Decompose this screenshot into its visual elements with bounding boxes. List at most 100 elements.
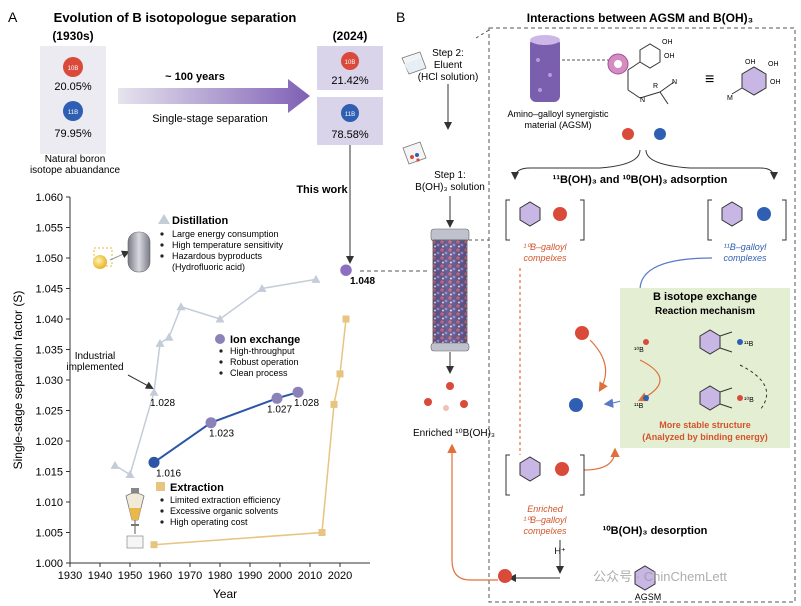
enriched-molecules-icon <box>424 382 468 411</box>
interaction-panel <box>488 27 796 603</box>
arrow-top-label: ~ 100 years <box>165 71 225 83</box>
ion-exchange-item: Robust operation <box>230 357 299 367</box>
b11-molecule-icon: 11B <box>63 101 83 121</box>
extraction-point <box>150 541 158 549</box>
extraction-point <box>330 400 338 408</box>
extraction-item: Limited extraction efficiency <box>170 495 281 505</box>
ion-exchange-item: High-throughput <box>230 346 295 356</box>
x-tick-label: 1930 <box>58 570 82 582</box>
era-old: (1930s) <box>52 29 93 43</box>
x-tick-label: 1950 <box>118 570 142 582</box>
distillation-title: Distillation <box>172 215 229 227</box>
industrial-arrow <box>127 374 154 389</box>
distillation-point <box>215 314 225 323</box>
y-tick-label: 1.045 <box>35 284 63 296</box>
y-tick-label: 1.050 <box>35 253 63 265</box>
b10-molecule-icon: 10B <box>63 57 83 77</box>
b10-molecule-icon: 10B <box>341 52 359 70</box>
y-tick-label: 1.055 <box>35 223 63 235</box>
galloyl-boronate-icon <box>699 329 743 355</box>
y-tick-label: 1.030 <box>35 375 63 387</box>
b10-label: ¹⁰B <box>744 396 754 404</box>
enriched-complex-label-1: Enriched <box>527 504 564 514</box>
desorption-label: ¹⁰B(OH)₃ desorption <box>603 525 708 537</box>
b11-molecule-icon: 11B <box>341 104 359 122</box>
galloyl-boronate-b10-icon <box>699 385 743 411</box>
x-tick-label: 1990 <box>238 570 262 582</box>
y-tick-label: 1.020 <box>35 436 63 448</box>
distillation-legend: Distillation Large energy consumption Hi… <box>93 214 284 273</box>
era-new: (2024) <box>333 29 368 43</box>
caption-line2: isotope abuandance <box>30 165 121 176</box>
distillation-point <box>149 387 159 396</box>
century-arrow-icon <box>118 79 310 113</box>
x-tick-label: 2010 <box>298 570 322 582</box>
step1-line2: B(OH)₃ solution <box>415 182 485 193</box>
step2-line3: (HCl solution) <box>418 72 479 83</box>
agsm-material-icon <box>530 35 560 102</box>
extraction-legend: Extraction Limited extraction efficiency… <box>125 482 281 549</box>
b11-complex-label-1: ¹¹B–galloyl <box>724 242 768 252</box>
adsorption-label: ¹¹B(OH)₃ and ¹⁰B(OH)₃ adsorption <box>553 174 728 186</box>
x-axis-label: Year <box>213 587 237 601</box>
distillation-point <box>110 460 120 469</box>
ion-exchange-item: Clean process <box>230 368 288 378</box>
split-arrow-right <box>645 149 778 180</box>
this-work-point <box>338 262 354 278</box>
ion-exchange-point <box>148 456 160 468</box>
distillation-item: (Hydrofluoric acid) <box>172 262 245 272</box>
distillation-point <box>155 338 165 347</box>
svg-text:10B: 10B <box>345 60 356 66</box>
b10-complex-label-2: compelxes <box>523 253 567 263</box>
b11-label: ¹¹B <box>744 341 754 348</box>
panel-a-title: Evolution of B isotopologue separation <box>54 10 297 25</box>
stable-label-1: More stable structure <box>659 420 751 430</box>
b10-label: ¹⁰B <box>634 346 644 354</box>
y-tick-label: 1.005 <box>35 528 63 540</box>
watermark: 公众号 · ChinChemLett <box>593 569 727 584</box>
b11-label: ¹¹B <box>634 403 644 410</box>
agsm-caption-1: Amino–galloyl synergistic <box>507 109 609 119</box>
ion-exchange-title: Ion exchange <box>230 334 300 346</box>
data-label: 1.023 <box>209 429 234 440</box>
ion-exchange-point <box>205 417 217 429</box>
exchange-title: B isotope exchange <box>653 291 757 303</box>
data-label: 1.027 <box>267 404 292 415</box>
free-b10-molecule-icon <box>575 326 589 340</box>
b11-molecule-icon <box>654 128 666 140</box>
distillation-item: High temperature sensitivity <box>172 240 284 250</box>
extraction-point <box>342 315 350 323</box>
agsm-caption-2: material (AGSM) <box>524 120 591 130</box>
free-b11-molecule-icon <box>569 398 583 412</box>
step2-line1: Step 2: <box>432 48 464 59</box>
step1-line1: Step 1: <box>434 170 466 181</box>
heat-icon <box>93 255 107 269</box>
enriched-label: Enriched ¹⁰B(OH)₃ <box>413 428 495 439</box>
agsm-structure-icon <box>627 43 675 105</box>
oh-label: OH <box>768 61 779 68</box>
oh-label: OH <box>745 59 756 66</box>
data-label: 1.028 <box>294 398 319 409</box>
distillation-item: Hazardous byproducts <box>172 251 263 261</box>
old-b11-value: 79.95% <box>54 128 92 140</box>
ion-exchange-point <box>292 386 304 398</box>
panel-b-title: Interactions between AGSM and B(OH)₃ <box>527 11 753 25</box>
svg-text:11B: 11B <box>68 110 78 116</box>
distillation-point <box>164 332 174 341</box>
new-b10-value: 21.42% <box>331 75 369 87</box>
data-label: 1.016 <box>156 468 181 479</box>
distillation-marker-icon <box>158 214 170 224</box>
eluent-beaker-icon <box>401 51 427 75</box>
step2-line2: Eluent <box>434 60 463 71</box>
agsm-regenerated-icon <box>634 565 656 591</box>
ion-exchange-legend: Ion exchange High-throughput Robust oper… <box>215 334 300 378</box>
n-label: N <box>672 79 677 86</box>
b11-galloyl-complex-icon <box>707 199 787 241</box>
extraction-item: High operating cost <box>170 517 248 527</box>
enriched-galloyl-complex-icon <box>505 454 585 496</box>
oh-label: OH <box>770 79 781 86</box>
x-tick-label: 1980 <box>208 570 232 582</box>
